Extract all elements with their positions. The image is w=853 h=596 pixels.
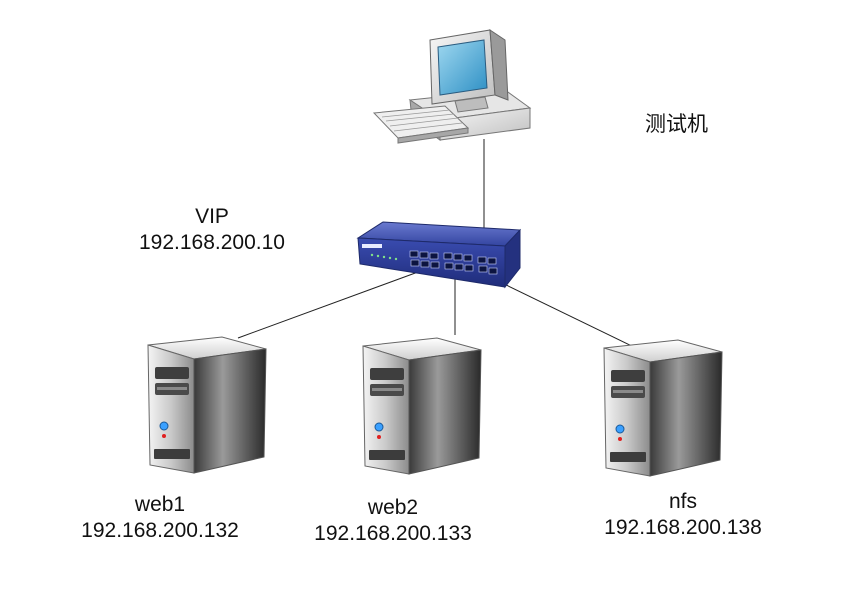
nfs-name: nfs	[668, 490, 698, 513]
vip-ip: 192.168.200.10	[139, 231, 285, 254]
link-switch-nfs	[499, 281, 637, 349]
web1-name: web1	[134, 493, 186, 516]
vip-label: VIP	[195, 205, 229, 228]
connection-lines	[237, 139, 637, 349]
web2-name: web2	[367, 496, 419, 519]
web2-ip: 192.168.200.133	[314, 522, 472, 545]
network-switch-icon	[356, 221, 522, 289]
desktop-computer-icon	[372, 29, 532, 144]
server-web2-icon	[362, 337, 482, 475]
link-switch-web1	[237, 271, 419, 339]
server-nfs-icon	[603, 339, 723, 477]
server-web1-icon	[147, 336, 267, 474]
nfs-ip: 192.168.200.138	[604, 516, 762, 539]
test-machine-label: 测试机	[645, 113, 708, 136]
web1-ip: 192.168.200.132	[81, 519, 239, 542]
